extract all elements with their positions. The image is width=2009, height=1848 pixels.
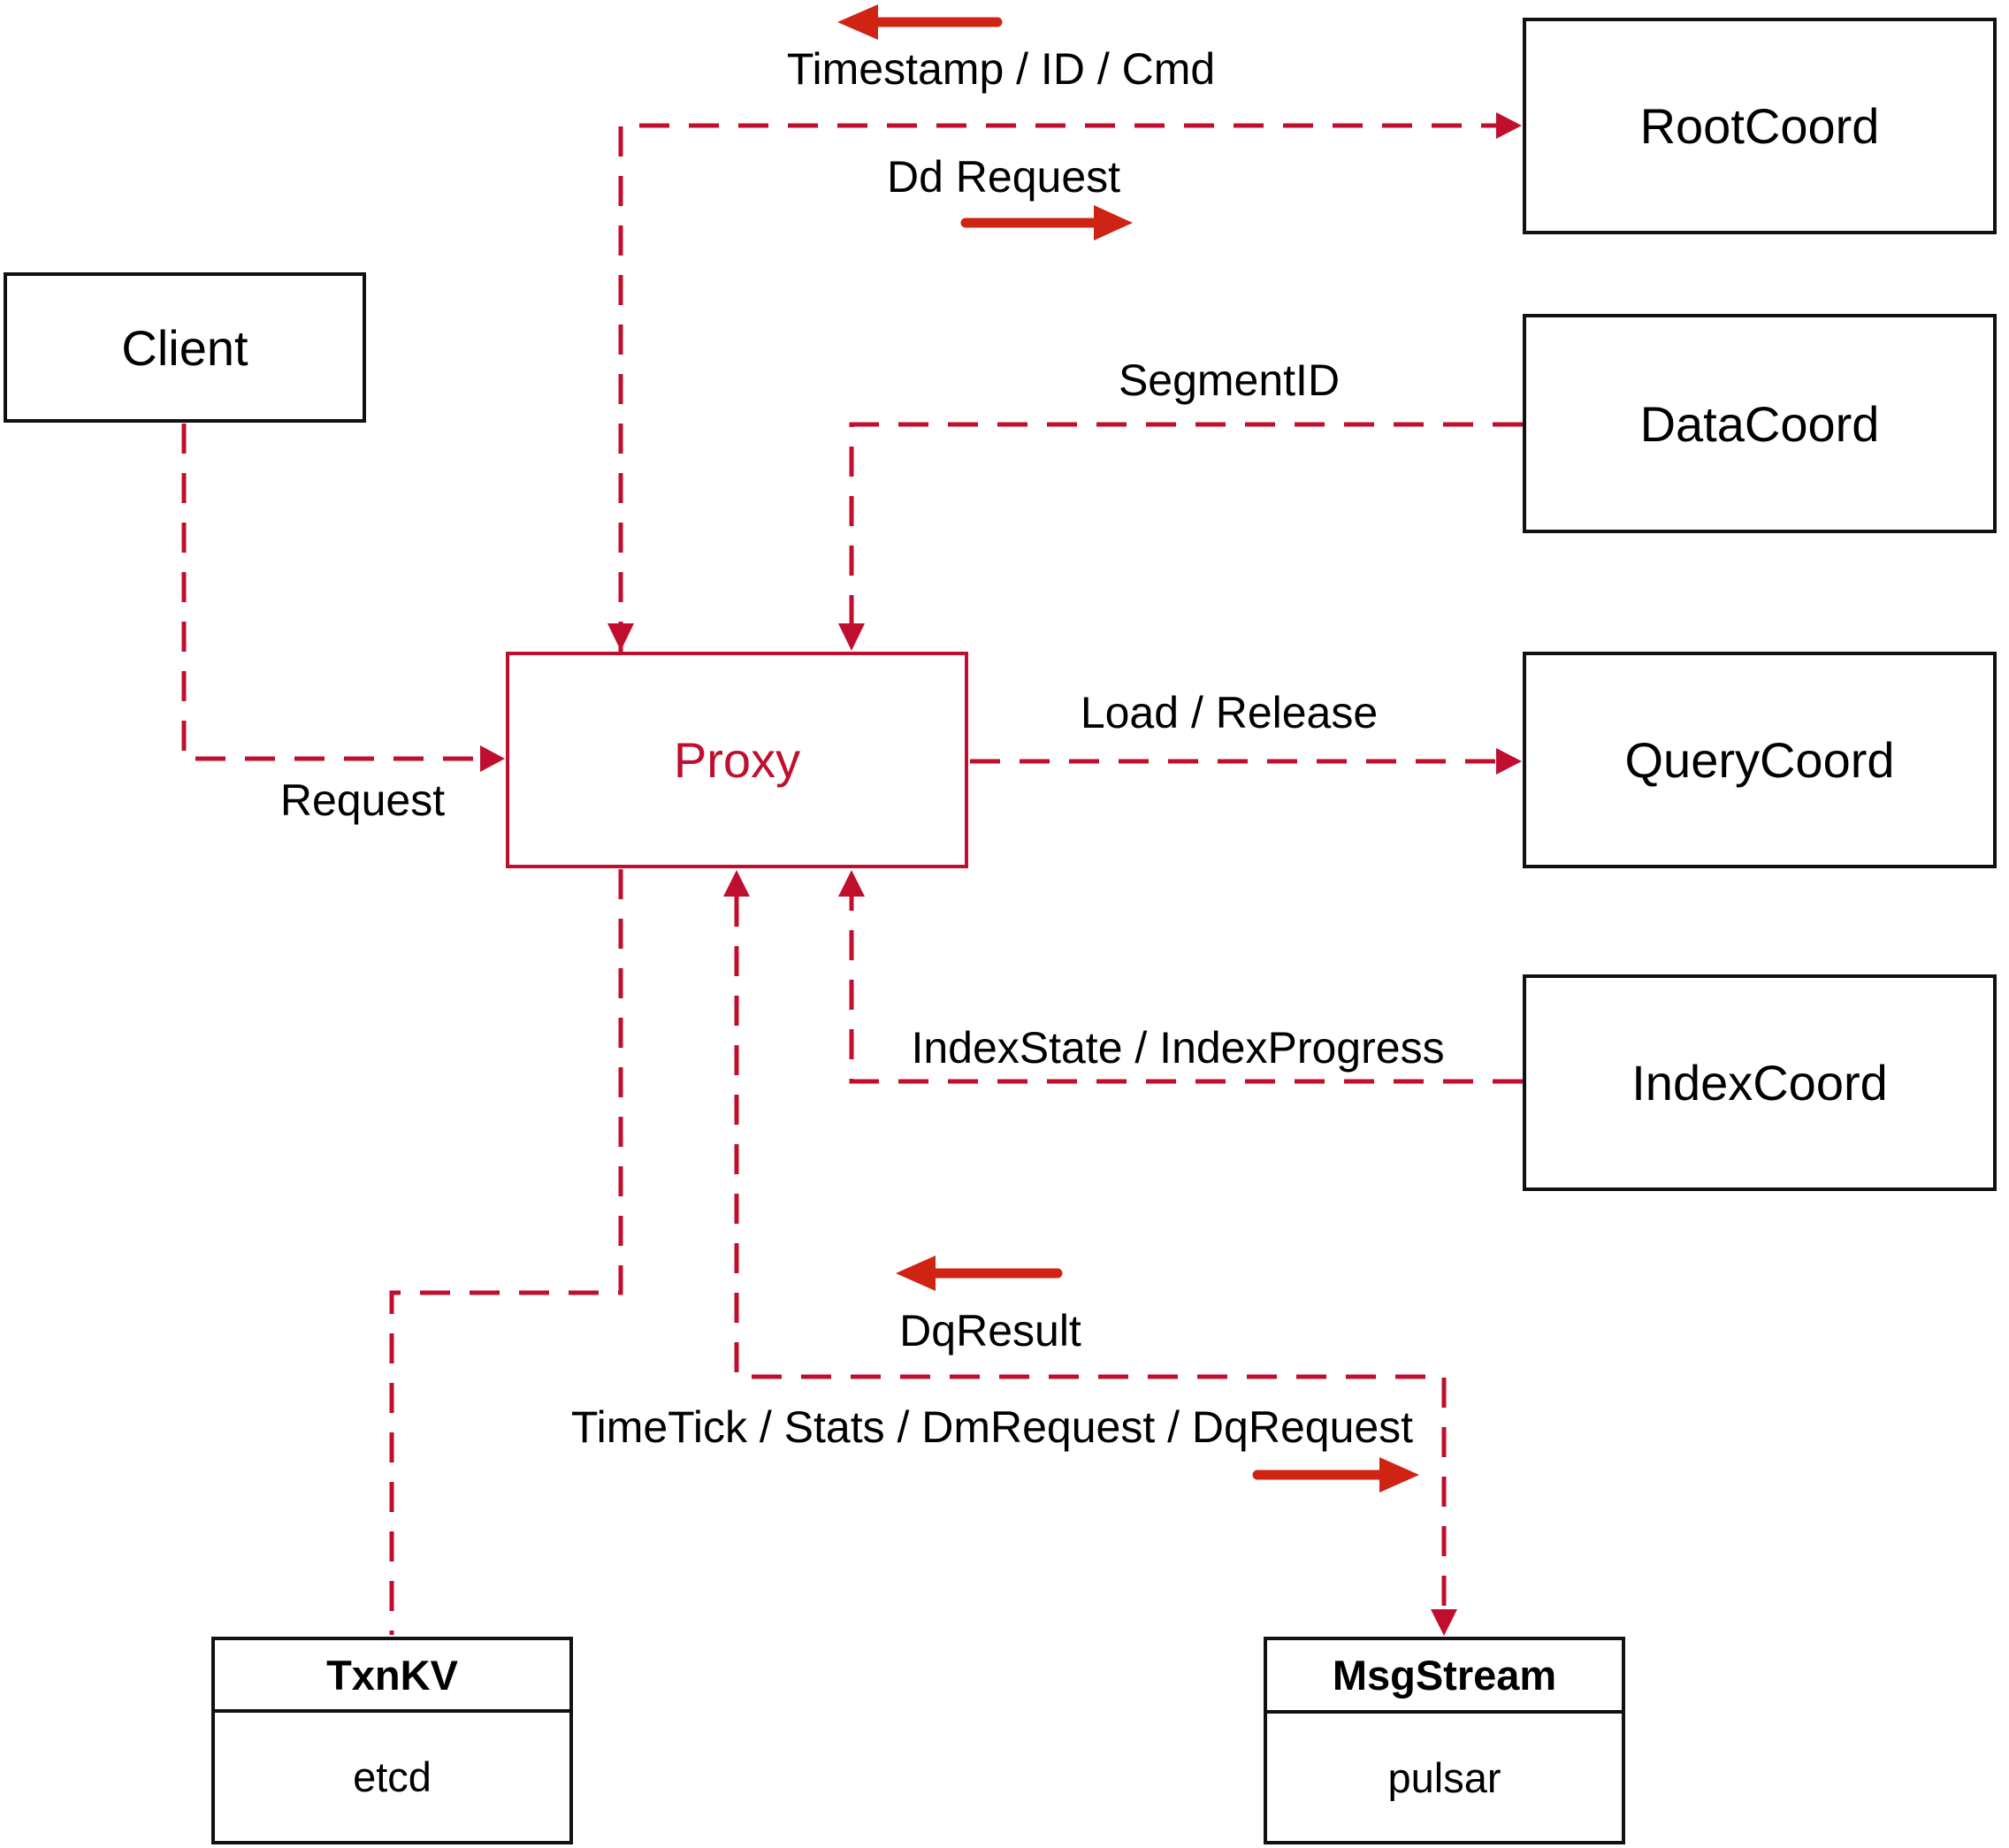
arrowhead-down-into-msgstream-icon (1431, 1609, 1457, 1636)
node-querycoord-label: QueryCoord (1624, 732, 1895, 788)
flow-proxy-rootcoord-line (618, 123, 1496, 652)
node-txnkv: TxnKV etcd (211, 1637, 573, 1844)
node-datacoord: DataCoord (1523, 314, 1997, 533)
node-proxy-label: Proxy (673, 732, 801, 788)
direction-arrow-right-dd-request-icon (960, 205, 1133, 241)
flow-proxy-querycoord (970, 748, 1522, 775)
node-rootcoord-label: RootCoord (1639, 98, 1880, 154)
flow-datacoord-proxy (838, 422, 1523, 651)
flow-proxy-rootcoord (607, 112, 1522, 652)
direction-arrow-right-timetick-icon (1252, 1457, 1419, 1493)
arrowhead-down-into-proxy-right-icon (838, 623, 865, 651)
flow-indexcoord-proxy (838, 870, 1523, 1084)
arrowhead-up-into-proxy-left-icon (723, 870, 750, 897)
direction-arrow-left-timestamp-icon (837, 4, 1003, 40)
edge-label-index-state-progress: IndexState / IndexProgress (911, 1023, 1445, 1073)
arrowhead-right-into-querycoord-icon (1496, 748, 1522, 775)
flow-client-proxy-line (181, 424, 480, 761)
node-client-label: Client (121, 319, 248, 376)
edge-label-dd-request: Dd Request (886, 152, 1121, 202)
edge-label-timetick-stats: TimeTick / Stats / DmRequest / DqRequest (570, 1402, 1414, 1452)
node-txnkv-impl: etcd (353, 1753, 432, 1800)
node-datacoord-label: DataCoord (1639, 395, 1880, 452)
node-txnkv-title: TxnKV (215, 1640, 569, 1713)
node-proxy: Proxy (506, 652, 968, 868)
arrowhead-up-into-proxy-right-icon (838, 870, 865, 897)
arrowhead-right-into-proxy-icon (480, 745, 505, 772)
node-indexcoord: IndexCoord (1523, 974, 1997, 1191)
flow-proxy-msgstream (723, 870, 1457, 1636)
edge-label-load-release: Load / Release (1080, 688, 1379, 737)
edge-label-timestamp-id-cmd: Timestamp / ID / Cmd (786, 44, 1216, 94)
flow-datacoord-proxy-line (849, 422, 1523, 623)
edge-label-segment-id: SegmentID (1118, 355, 1341, 405)
node-msgstream-impl: pulsar (1387, 1753, 1501, 1801)
flow-client-proxy (181, 424, 505, 772)
edge-label-dq-result: DqResult (899, 1306, 1081, 1355)
node-querycoord: QueryCoord (1523, 652, 1997, 868)
flow-indexcoord-proxy-line (849, 897, 1523, 1084)
flow-proxy-txnkv-line (389, 869, 623, 1635)
arrowhead-down-into-proxy-left-icon (607, 623, 634, 651)
node-rootcoord: RootCoord (1523, 18, 1997, 234)
node-msgstream: MsgStream pulsar (1264, 1637, 1625, 1844)
edge-label-request: Request (279, 775, 446, 825)
flow-proxy-txnkv (389, 869, 623, 1635)
direction-arrow-left-dq-result-icon (896, 1256, 1063, 1291)
arrowhead-right-into-rootcoord-icon (1496, 112, 1522, 139)
node-client: Client (4, 272, 366, 423)
node-indexcoord-label: IndexCoord (1631, 1055, 1888, 1111)
flow-proxy-msgstream-line (734, 897, 1447, 1611)
node-msgstream-title: MsgStream (1267, 1640, 1622, 1714)
